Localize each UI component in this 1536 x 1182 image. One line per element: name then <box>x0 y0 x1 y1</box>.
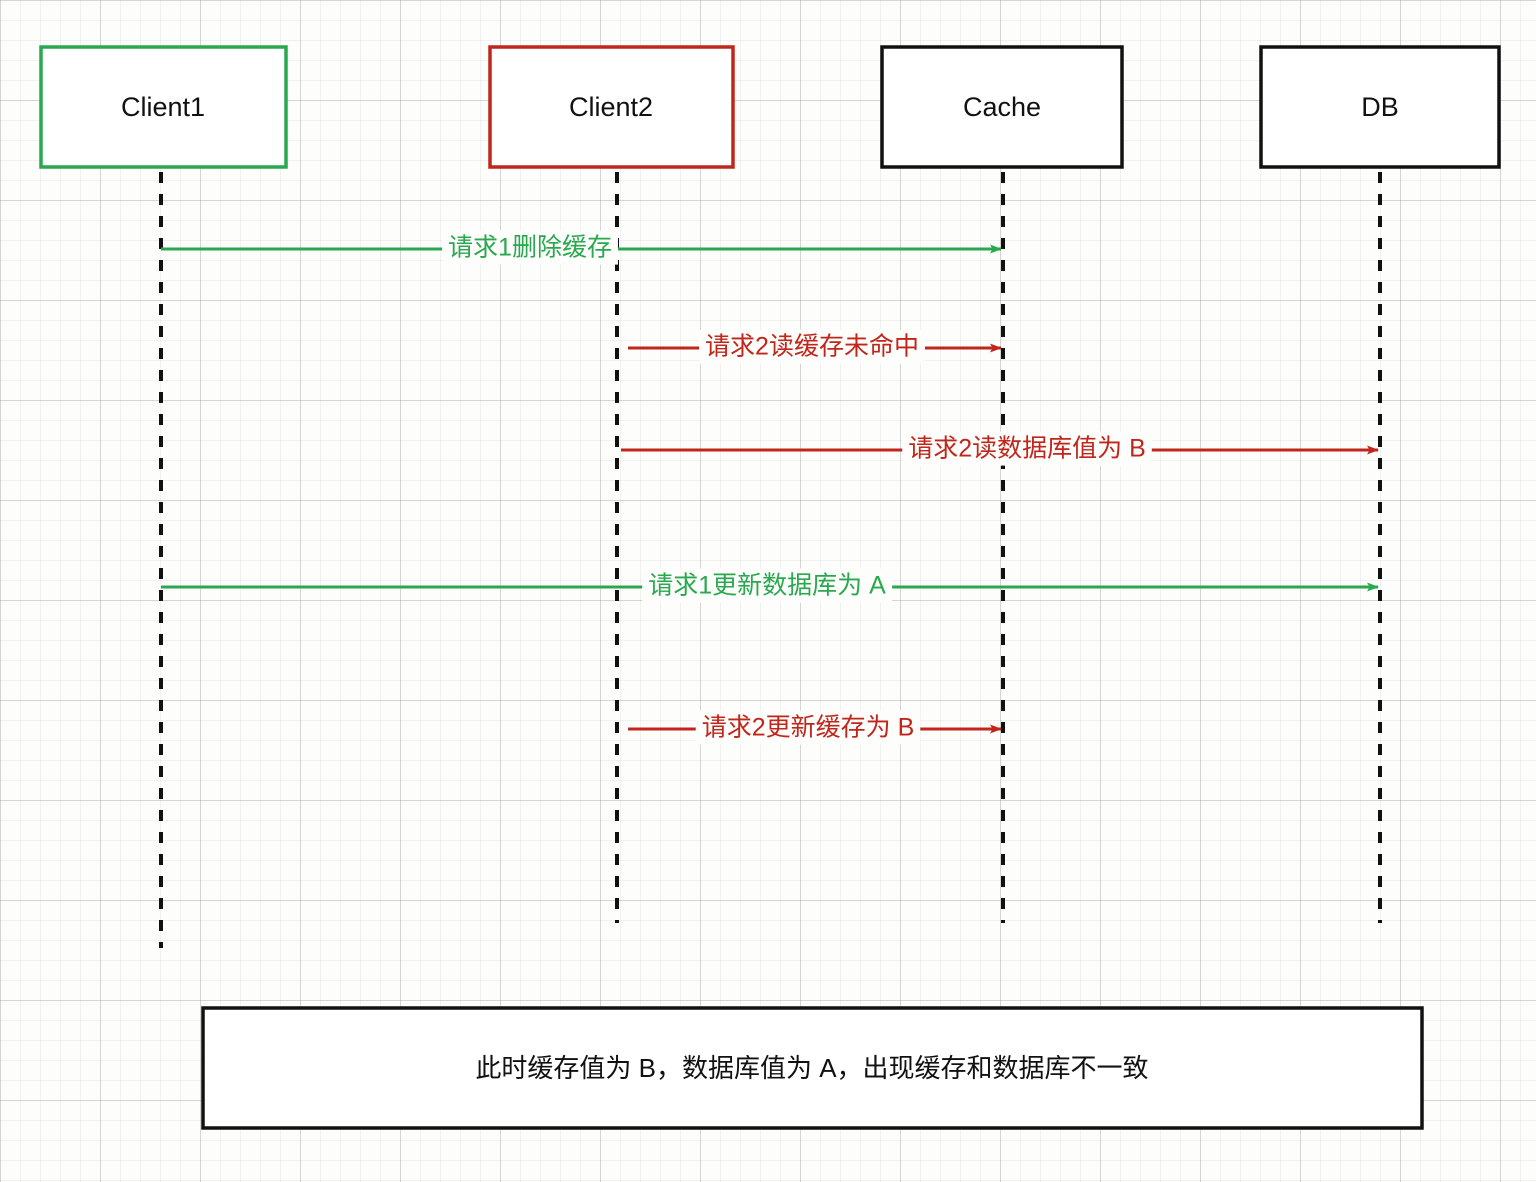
message-label-bg-2 <box>699 329 925 364</box>
participant-client2[interactable]: Client2 <box>488 45 735 169</box>
note-box-rect[interactable] <box>201 1006 1424 1130</box>
note-box[interactable]: 此时缓存值为 B，数据库值为 A，出现缓存和数据库不一致 <box>201 1006 1424 1130</box>
note-box-text: 此时缓存值为 B，数据库值为 A，出现缓存和数据库不一致 <box>475 1053 1148 1083</box>
message-1-delete-cache[interactable]: 请求1删除缓存 <box>161 230 1002 265</box>
message-2-read-cache-miss[interactable]: 请求2读缓存未命中 <box>628 329 1002 364</box>
message-label-bg-4 <box>642 568 893 603</box>
message-5-update-cache-to-b[interactable]: 请求2更新缓存为 B <box>628 710 1002 745</box>
participant-box-db[interactable] <box>1259 45 1501 169</box>
message-label-2: 请求2读缓存未命中 <box>705 333 919 361</box>
message-label-4: 请求1更新数据库为 A <box>648 572 886 600</box>
participant-client1[interactable]: Client1 <box>39 45 288 169</box>
message-label-bg-3 <box>902 431 1152 466</box>
message-label-1: 请求1删除缓存 <box>448 234 612 262</box>
message-4-update-db-to-a[interactable]: 请求1更新数据库为 A <box>161 568 1379 603</box>
message-label-5: 请求2更新缓存为 B <box>702 714 915 742</box>
message-3-read-db-value-b[interactable]: 请求2读数据库值为 B <box>621 431 1379 466</box>
participant-box-cache[interactable] <box>880 45 1124 169</box>
participant-box-client1[interactable] <box>39 45 288 169</box>
participant-db[interactable]: DB <box>1259 45 1501 169</box>
message-label-bg-5 <box>695 710 921 745</box>
participant-label-client2: Client2 <box>569 92 653 122</box>
participant-label-client1: Client1 <box>121 92 205 122</box>
message-label-3: 请求2读数据库值为 B <box>908 435 1146 463</box>
participant-box-client2[interactable] <box>488 45 735 169</box>
participant-label-cache: Cache <box>963 92 1041 122</box>
participant-label-db: DB <box>1361 92 1399 122</box>
message-label-bg-1 <box>442 230 618 265</box>
participant-cache[interactable]: Cache <box>880 45 1124 169</box>
